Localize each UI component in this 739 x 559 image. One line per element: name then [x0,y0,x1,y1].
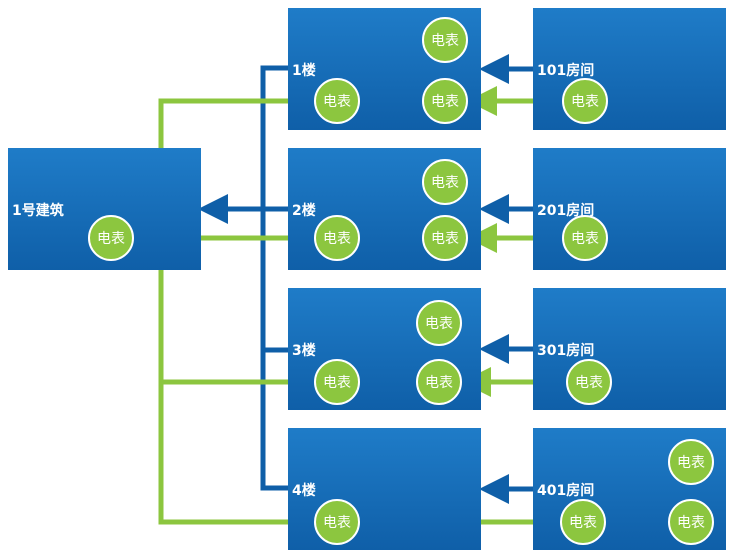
meter-room-101: 电表 [562,78,608,124]
meter-room-401-aux-b: 电表 [668,499,714,545]
meter-room-401-aux-a: 电表 [668,439,714,485]
meter-floor-3: 电表 [314,359,360,405]
room-label-401: 401房间 [537,483,595,499]
meter-floor-2-aux: 电表 [422,159,468,205]
floor-label-3: 3楼 [292,343,316,359]
room-to-floor-links [479,54,536,504]
floor-label-4: 4楼 [292,483,316,499]
room-label-301: 301房间 [537,343,595,359]
meter-floor-1: 电表 [314,78,360,124]
floor-label-1: 1楼 [292,63,316,79]
meter-room-401: 电表 [560,499,606,545]
building-label: 1号建筑 [12,203,64,219]
meter-floor-2-room: 电表 [422,215,468,261]
floor-label-2: 2楼 [292,203,316,219]
meter-floor-4: 电表 [314,499,360,545]
room-box-301 [533,288,726,410]
meter-room-201: 电表 [562,215,608,261]
floor-to-building-links [198,65,290,491]
meter-floor-1-room: 电表 [422,78,468,124]
meter-floor-1-aux: 电表 [422,17,468,63]
meter-room-301: 电表 [566,359,612,405]
meter-floor-2: 电表 [314,215,360,261]
meter-floor-3-aux: 电表 [416,300,462,346]
meter-floor-3-room: 电表 [416,359,462,405]
meter-building: 电表 [88,215,134,261]
room-label-101: 101房间 [537,63,595,79]
